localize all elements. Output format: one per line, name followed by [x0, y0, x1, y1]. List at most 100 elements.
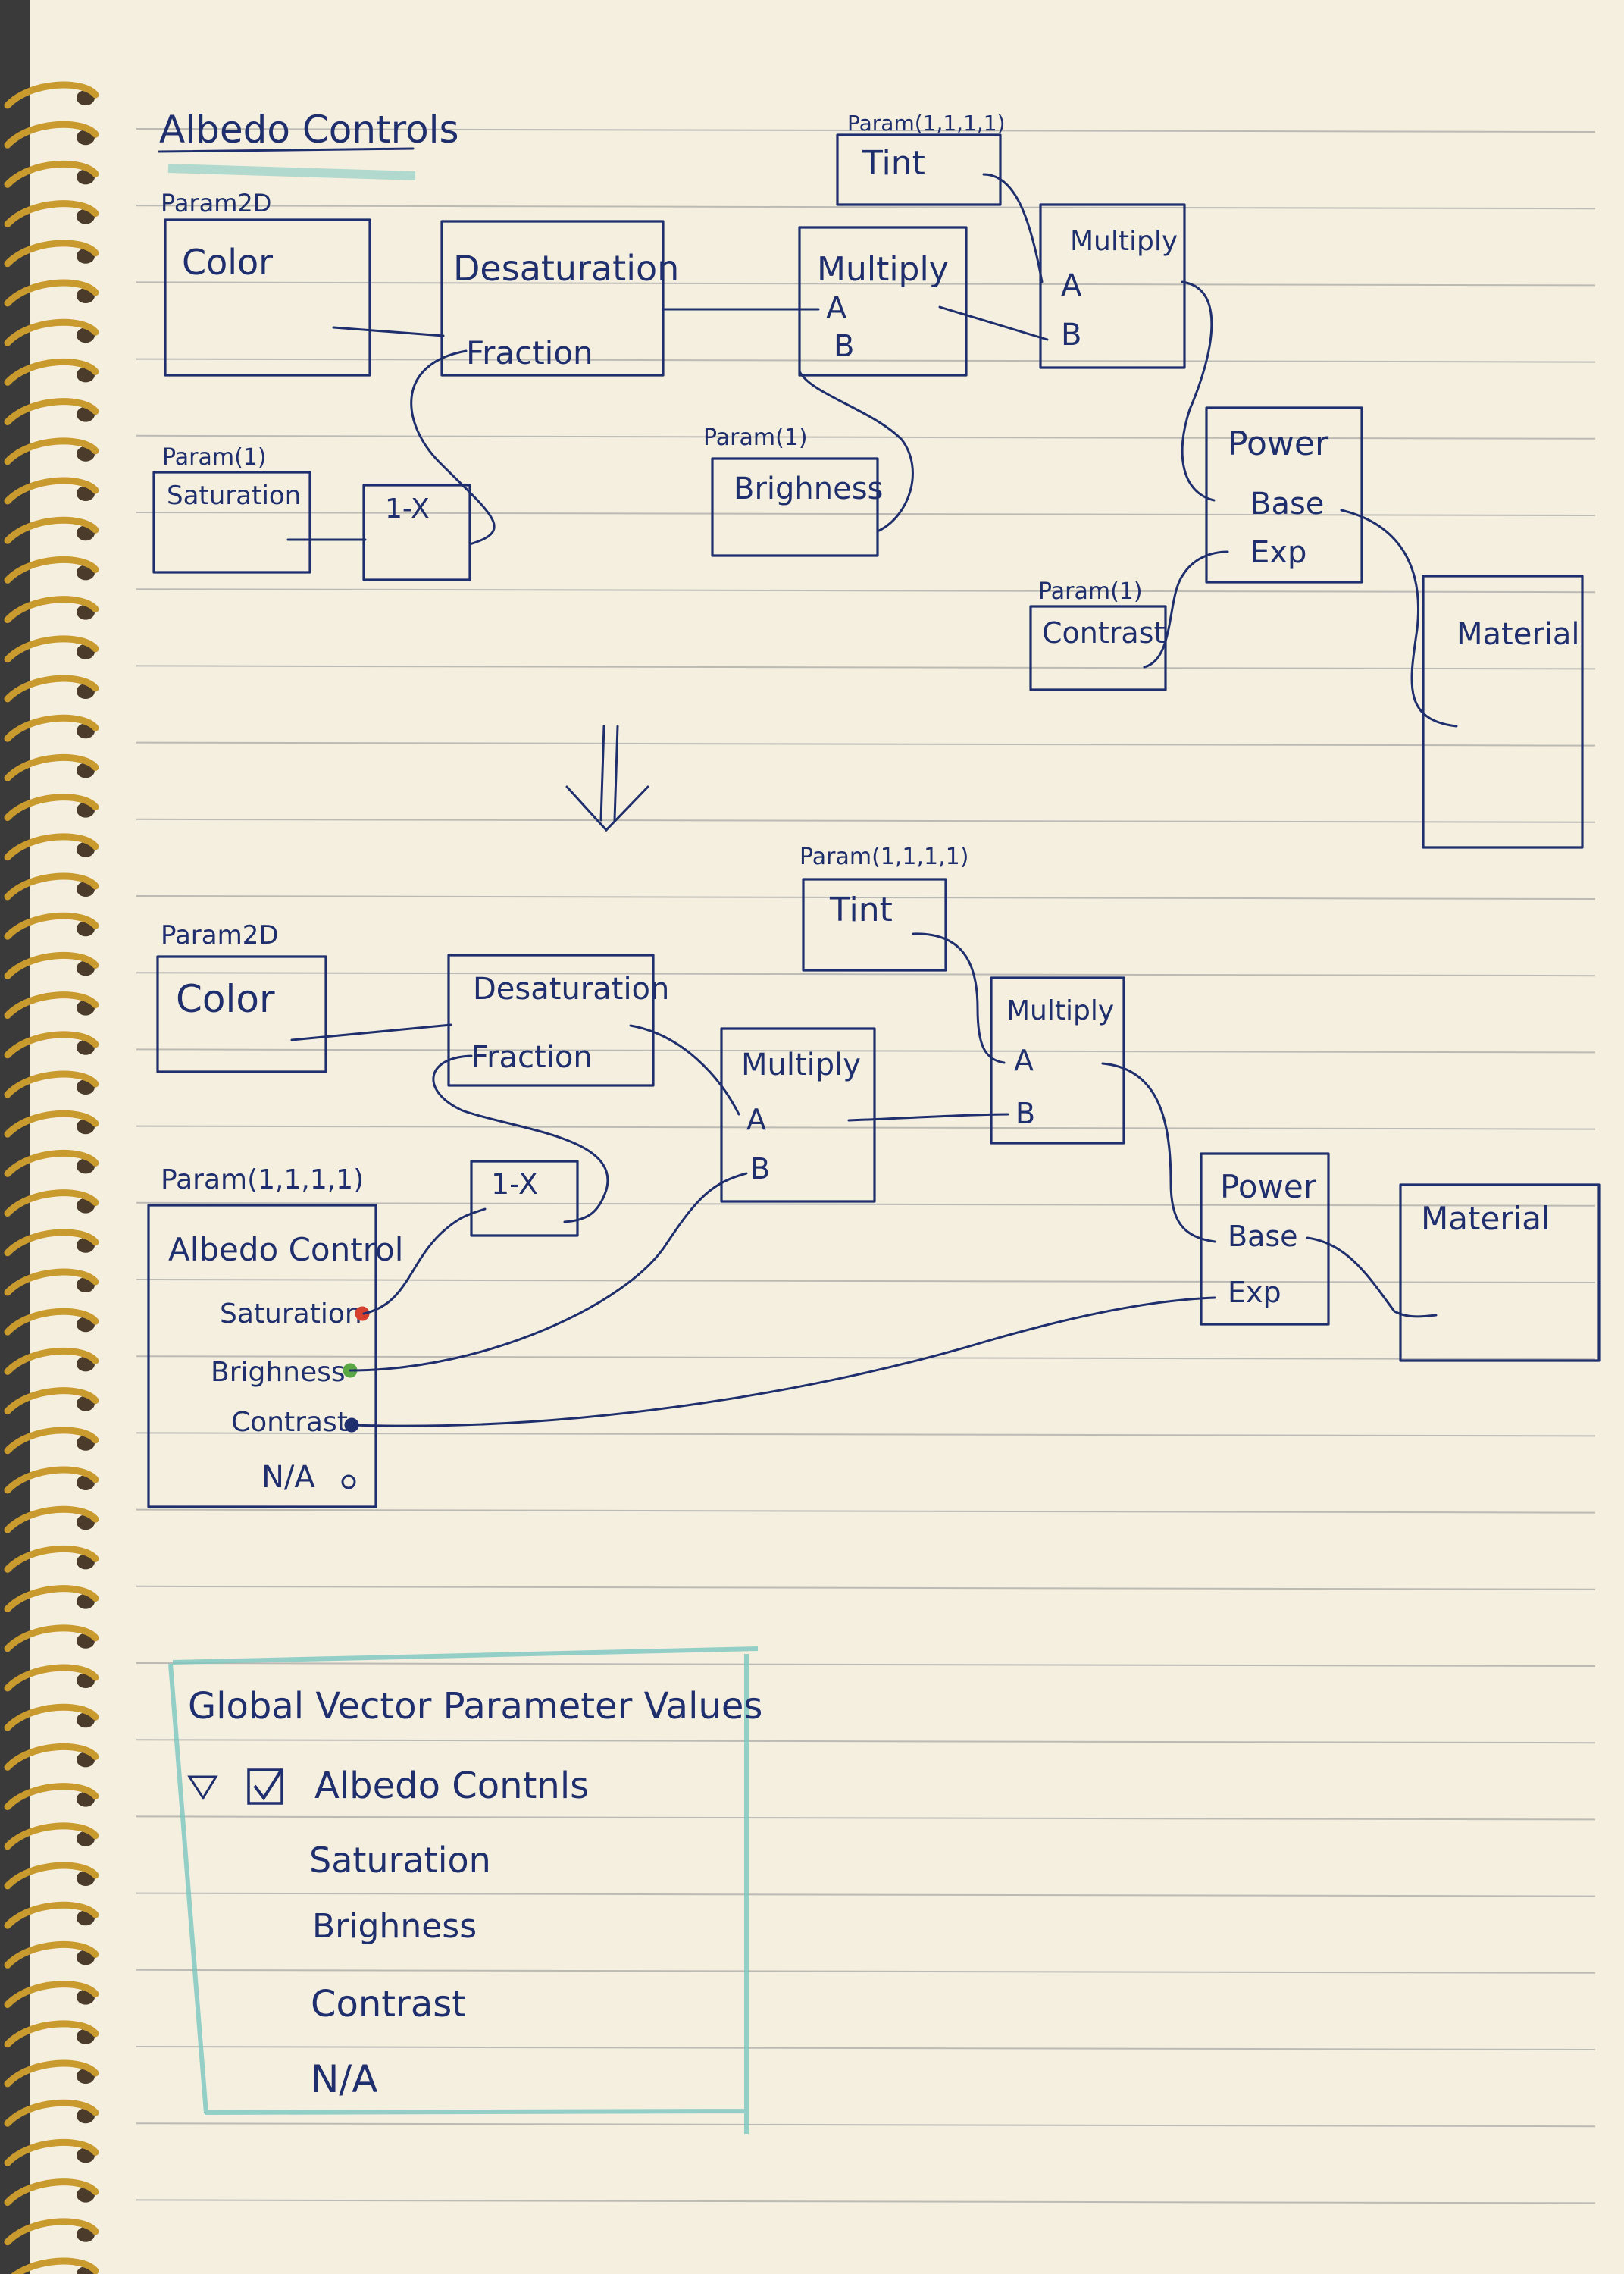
arrow-shaft — [599, 725, 619, 822]
bottom-power-exp: Exp — [1228, 1276, 1281, 1309]
top-tint-label: Tint — [862, 144, 925, 183]
panel-item-brightness[interactable]: Brighness — [312, 1907, 477, 1946]
spiral-coil — [4, 2020, 99, 2048]
bottom-color-node[interactable] — [156, 955, 327, 1073]
top-power-exp: Exp — [1250, 535, 1306, 570]
ruled-line — [136, 1201, 1596, 1207]
top-multiply-2-node[interactable] — [1039, 203, 1186, 369]
albedo-channel-label: Contrast — [231, 1407, 348, 1438]
spiral-coil — [4, 437, 99, 465]
top-one-minus-x-node[interactable] — [362, 484, 471, 581]
bottom-multiply-2-node[interactable] — [990, 976, 1125, 1145]
panel-group-checkbox[interactable] — [247, 1768, 283, 1805]
top-color-tag: Param2D — [161, 189, 271, 218]
bottom-multiply-2-b: B — [1015, 1097, 1035, 1130]
bottom-wire-power-to-material — [1306, 1236, 1438, 1318]
panel-group-label: Albedo Contnls — [314, 1765, 589, 1807]
spiral-coil — [4, 200, 99, 228]
albedo-control-node[interactable] — [147, 1204, 377, 1508]
spiral-coil — [4, 872, 99, 901]
spiral-coil — [4, 714, 99, 742]
spiral-coil — [4, 477, 99, 505]
panel-item-saturation[interactable]: Saturation — [309, 1840, 491, 1881]
spiral-coil — [4, 675, 99, 703]
ruled-line — [136, 588, 1596, 594]
spiral-coil — [4, 81, 99, 109]
top-multiply-1-b: B — [834, 329, 854, 364]
spiral-coil — [4, 318, 99, 346]
ruled-line — [136, 1048, 1596, 1054]
spiral-coil — [4, 1505, 99, 1533]
albedo-channel-pin[interactable] — [341, 1474, 356, 1489]
panel-item-contrast[interactable]: Contrast — [311, 1983, 466, 2025]
top-wire-brightness-to-b — [798, 370, 914, 532]
albedo-control-title: Albedo Control — [168, 1231, 403, 1268]
bottom-multiply-1-b: B — [750, 1152, 770, 1186]
top-brightness-node[interactable] — [711, 457, 879, 557]
bottom-desaturation-node[interactable] — [447, 954, 655, 1087]
ruled-line — [136, 128, 1596, 133]
top-saturation-node[interactable] — [152, 471, 311, 574]
spiral-coil — [4, 1189, 99, 1217]
panel-border — [168, 1646, 759, 2134]
top-tint-node[interactable] — [836, 133, 1002, 206]
spiral-coil — [4, 1268, 99, 1296]
bottom-power-base: Base — [1228, 1220, 1298, 1253]
top-power-node[interactable] — [1205, 406, 1363, 584]
albedo-channel-label: Saturation — [220, 1298, 362, 1330]
panel-expand-icon[interactable] — [187, 1775, 218, 1800]
bottom-tint-node[interactable] — [802, 878, 947, 972]
spiral-coil — [4, 1783, 99, 1811]
spiral-coil — [4, 279, 99, 307]
bottom-one-minus-x-node[interactable] — [470, 1160, 579, 1237]
ruled-line — [136, 434, 1596, 440]
arrow-head — [565, 785, 649, 832]
top-multiply-1-a: A — [826, 291, 847, 326]
spiral-coil — [4, 121, 99, 149]
spiral-coil — [4, 951, 99, 979]
top-contrast-node[interactable] — [1029, 605, 1167, 691]
spiral-coil — [4, 1387, 99, 1415]
spiral-coil — [4, 398, 99, 426]
top-multiply-1-title: Multiply — [817, 250, 949, 289]
ruled-line — [136, 1432, 1596, 1437]
top-contrast-tag: Param(1) — [1038, 578, 1143, 605]
top-multiply-1-node[interactable] — [798, 226, 968, 377]
bottom-multiply-1-node[interactable] — [720, 1027, 876, 1203]
bottom-multiply-2-a: A — [1014, 1044, 1034, 1077]
ruled-line — [136, 1125, 1596, 1130]
ruled-line — [136, 358, 1596, 363]
spiral-coil — [4, 794, 99, 822]
top-saturation-label: Saturation — [167, 481, 301, 511]
top-saturation-tag: Param(1) — [162, 444, 267, 471]
top-wire-fraction-to-1x — [410, 349, 496, 546]
checkmark-icon — [253, 1768, 283, 1801]
bottom-multiply-2-title: Multiply — [1006, 995, 1114, 1026]
bottom-multiply-1-title: Multiply — [741, 1048, 861, 1082]
spiral-coil — [4, 160, 99, 188]
top-brightness-tag: Param(1) — [703, 424, 808, 451]
spiral-coil — [4, 1110, 99, 1138]
ruled-line — [136, 2199, 1596, 2204]
parameter-panel: Global Vector Parameter Values Albedo Co… — [168, 1646, 762, 2134]
bottom-material-node[interactable] — [1399, 1183, 1601, 1362]
bottom-wire-contrast-to-exp — [350, 1296, 1216, 1427]
top-desaturation-node[interactable] — [440, 220, 665, 377]
top-multiply-2-b: B — [1061, 318, 1081, 352]
top-wire-power-to-material — [1340, 509, 1458, 728]
spiral-coil — [4, 2138, 99, 2166]
ruled-line — [136, 1739, 1596, 1744]
top-brightness-label: Brighness — [734, 471, 883, 506]
top-one-minus-x-label: 1-X — [385, 493, 430, 525]
bottom-graph: Param2D Color Desaturation Fraction 1-X … — [147, 844, 1601, 1508]
ruled-line — [136, 1969, 1596, 1974]
panel-item-na[interactable]: N/A — [311, 2057, 377, 2101]
spiral-coil — [4, 753, 99, 781]
ruled-line — [136, 1815, 1596, 1821]
transform-arrow — [565, 725, 649, 832]
bottom-one-minus-x-label: 1-X — [491, 1167, 538, 1201]
top-color-node[interactable] — [164, 218, 371, 377]
spiral-coil — [4, 2059, 99, 2088]
top-power-title: Power — [1228, 424, 1329, 463]
